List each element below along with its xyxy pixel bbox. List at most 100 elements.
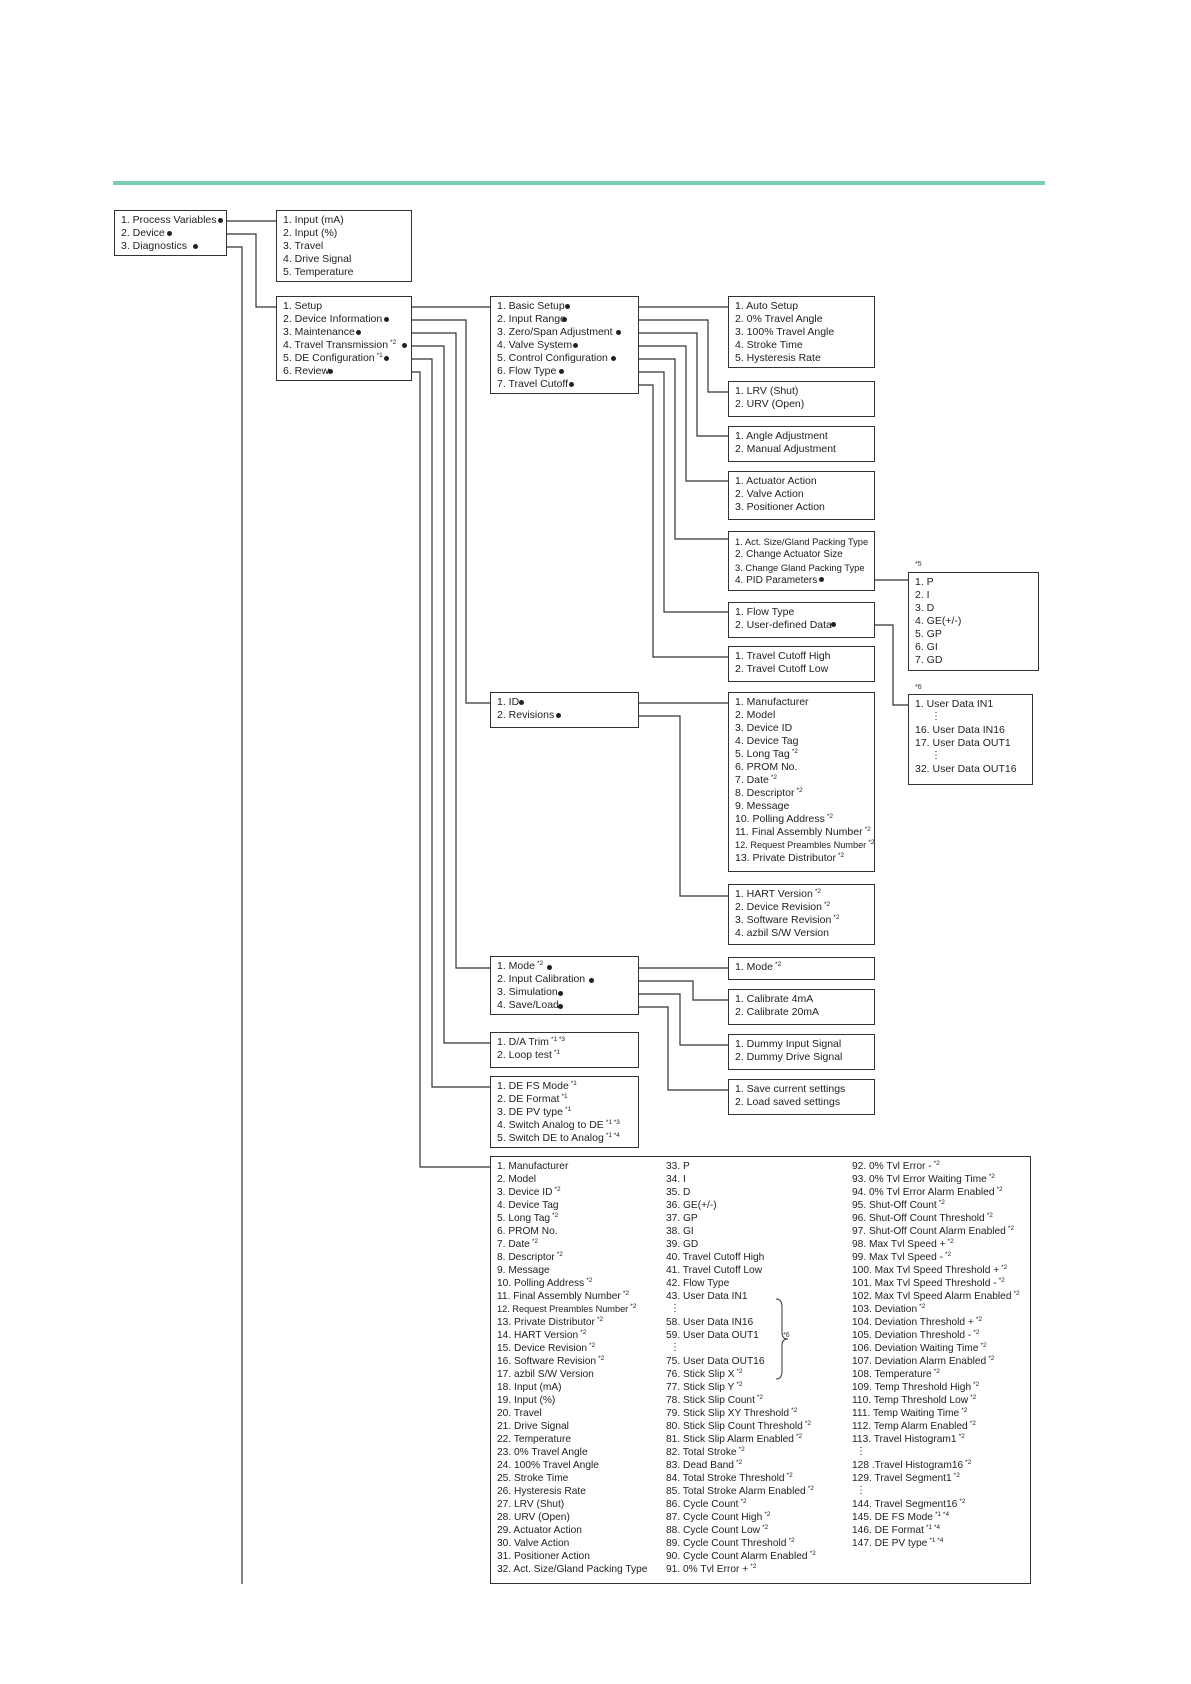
menu-item[interactable]: 1. Calibrate 4mA (735, 993, 814, 1005)
review-item[interactable]: 38. GI (666, 1226, 694, 1237)
review-item[interactable]: 13. Private Distributor*2 (497, 1315, 604, 1328)
menu-item-travel-transmission[interactable]: 4. Travel Transmission*2 (283, 338, 397, 351)
menu-item-flow-type[interactable]: 6. Flow Type (497, 365, 557, 377)
review-item[interactable]: 28. URV (Open) (497, 1512, 570, 1523)
review-item[interactable]: 89. Cycle Count Threshold*2 (666, 1536, 795, 1549)
review-item[interactable]: 106. Deviation Waiting Time*2 (852, 1341, 987, 1354)
menu-item[interactable]: 1. DE FS Mode*1 (497, 1079, 577, 1092)
menu-item[interactable]: 4. Drive Signal (283, 253, 352, 265)
review-item[interactable]: 31. Positioner Action (497, 1551, 590, 1562)
menu-item[interactable]: 8. Descriptor*2 (735, 786, 803, 799)
menu-item[interactable]: 3. Device ID (735, 722, 793, 734)
menu-item-valve-system[interactable]: 4. Valve System (497, 339, 573, 351)
menu-item[interactable]: 12. Request Preambles Number*2 (735, 838, 875, 850)
review-item[interactable]: 32. Act. Size/Gland Packing Type (497, 1564, 648, 1575)
review-item[interactable]: 14. HART Version*2 (497, 1328, 587, 1341)
menu-item[interactable]: 1. Manufacturer (735, 696, 809, 708)
review-item[interactable]: 35. D (666, 1187, 691, 1198)
menu-item-maintenance[interactable]: 3. Maintenance (283, 326, 355, 338)
review-item[interactable]: 21. Drive Signal (497, 1421, 569, 1432)
review-item[interactable]: 26. Hysteresis Rate (497, 1486, 586, 1497)
menu-item-pid-parameters[interactable]: 4. PID Parameters (735, 575, 818, 586)
menu-item-review[interactable]: 6. Review (283, 365, 330, 377)
review-item[interactable]: 107. Deviation Alarm Enabled*2 (852, 1354, 995, 1367)
review-item[interactable]: 15. Device Revision*2 (497, 1341, 596, 1354)
review-item[interactable]: 81. Stick Slip Alarm Enabled*2 (666, 1432, 803, 1445)
menu-item-setup[interactable]: 1. Setup (283, 300, 323, 312)
review-item[interactable]: 19. Input (%) (497, 1395, 556, 1406)
menu-item[interactable]: 1. Flow Type (735, 606, 795, 618)
menu-item[interactable]: 16. User Data IN16 (915, 724, 1005, 736)
menu-item[interactable]: 1. Auto Setup (735, 300, 799, 312)
review-item[interactable]: 43. User Data IN1 (666, 1291, 748, 1302)
menu-item[interactable]: 5. Hysteresis Rate (735, 352, 821, 364)
review-item[interactable]: 104. Deviation Threshold +*2 (852, 1315, 983, 1328)
review-item[interactable]: 91. 0% Tvl Error +*2 (666, 1562, 757, 1575)
menu-item[interactable]: 3. Change Gland Packing Type (735, 562, 865, 573)
menu-item[interactable]: 1. Actuator Action (735, 475, 817, 487)
review-item[interactable]: 42. Flow Type (666, 1278, 730, 1289)
review-item[interactable]: 79. Stick Slip XY Threshold*2 (666, 1406, 798, 1419)
menu-item[interactable]: 2. DE Format*1 (497, 1092, 568, 1105)
menu-item-control-configuration[interactable]: 5. Control Configuration (497, 352, 608, 364)
menu-item[interactable]: 9. Message (735, 800, 790, 812)
menu-item[interactable]: 2. Model (735, 709, 776, 721)
review-item[interactable]: 36. GE(+/-) (666, 1200, 717, 1211)
review-item[interactable]: 108. Temperature*2 (852, 1367, 940, 1380)
menu-item[interactable]: 4. Switch Analog to DE*1 *3 (497, 1118, 620, 1131)
menu-item-travel-cutoff[interactable]: 7. Travel Cutoff (497, 378, 569, 390)
menu-item[interactable]: 1. Travel Cutoff High (735, 650, 831, 662)
review-item[interactable]: 84. Total Stroke Threshold*2 (666, 1471, 793, 1484)
review-item[interactable]: 96. Shut-Off Count Threshold*2 (852, 1211, 993, 1224)
review-item[interactable]: 102. Max Tvl Speed Alarm Enabled*2 (852, 1289, 1020, 1302)
menu-item[interactable]: 3. Travel (283, 240, 324, 252)
menu-item[interactable]: 1. LRV (Shut) (735, 385, 799, 397)
menu-item-process-variables[interactable]: 1. Process Variables (121, 214, 217, 226)
menu-item[interactable]: 2. Travel Cutoff Low (735, 663, 829, 675)
menu-item[interactable]: 5. Long Tag*2 (735, 747, 798, 760)
menu-item[interactable]: 11. Final Assembly Number*2 (735, 825, 871, 838)
review-item[interactable]: 77. Stick Slip Y*2 (666, 1380, 743, 1393)
review-item[interactable]: 93. 0% Tvl Error Waiting Time*2 (852, 1172, 995, 1185)
menu-item[interactable]: 1. Dummy Input Signal (735, 1038, 842, 1050)
review-item[interactable]: 112. Temp Alarm Enabled*2 (852, 1419, 976, 1432)
review-item[interactable]: 27. LRV (Shut) (497, 1499, 565, 1510)
menu-item[interactable]: 4. azbil S/W Version (735, 927, 829, 939)
review-item[interactable]: 105. Deviation Threshold -*2 (852, 1328, 980, 1341)
review-item[interactable]: 8. Descriptor*2 (497, 1250, 563, 1263)
menu-item[interactable]: 5. Switch DE to Analog*1 *4 (497, 1131, 620, 1144)
menu-item-simulation[interactable]: 3. Simulation (497, 986, 558, 998)
menu-item[interactable]: 3. Positioner Action (735, 501, 825, 513)
review-item[interactable]: 78. Stick Slip Count*2 (666, 1393, 764, 1406)
menu-item[interactable]: 4. Device Tag (735, 735, 799, 747)
menu-item-user-defined-data[interactable]: 2. User-defined Data (735, 619, 832, 631)
menu-item[interactable]: 2. Calibrate 20mA (735, 1006, 820, 1018)
review-item[interactable]: 11. Final Assembly Number*2 (497, 1289, 629, 1302)
review-item[interactable]: 16. Software Revision*2 (497, 1354, 605, 1367)
menu-item[interactable]: 1. User Data IN1 (915, 698, 994, 710)
review-item[interactable]: 111. Temp Waiting Time*2 (852, 1406, 968, 1419)
menu-item[interactable]: 6. GI (915, 641, 938, 653)
menu-item[interactable]: 6. PROM No. (735, 761, 798, 773)
review-item[interactable]: 59. User Data OUT1 (666, 1330, 759, 1341)
review-item[interactable]: 2. Model (497, 1174, 537, 1185)
review-item[interactable]: 144. Travel Segment16*2 (852, 1497, 966, 1510)
menu-item[interactable]: 1. Input (mA) (283, 214, 344, 226)
menu-item-device-information[interactable]: 2. Device Information (283, 313, 383, 325)
menu-item-zero-span[interactable]: 3. Zero/Span Adjustment (497, 326, 613, 338)
menu-item[interactable]: 3. DE PV type*1 (497, 1105, 572, 1118)
review-item[interactable]: 145. DE FS Mode*1 *4 (852, 1510, 950, 1523)
review-item[interactable]: 146. DE Format*1 *4 (852, 1523, 941, 1536)
menu-item-mode[interactable]: 1. Mode*2 (497, 959, 544, 972)
review-item[interactable]: 10. Polling Address*2 (497, 1276, 593, 1289)
menu-item[interactable]: 1. Save current settings (735, 1083, 846, 1095)
review-item[interactable]: 86. Cycle Count*2 (666, 1497, 747, 1510)
review-item[interactable]: 75. User Data OUT16 (666, 1356, 765, 1367)
menu-item-save-load[interactable]: 4. Save/Load (497, 999, 559, 1011)
menu-item[interactable]: 2. Device Revision*2 (735, 900, 831, 913)
review-item[interactable]: 97. Shut-Off Count Alarm Enabled*2 (852, 1224, 1015, 1237)
review-item[interactable]: 3. Device ID*2 (497, 1185, 561, 1198)
menu-item[interactable]: 7. Date*2 (735, 773, 778, 786)
review-item[interactable]: 7. Date*2 (497, 1237, 539, 1250)
menu-item[interactable]: 7. GD (915, 654, 943, 666)
